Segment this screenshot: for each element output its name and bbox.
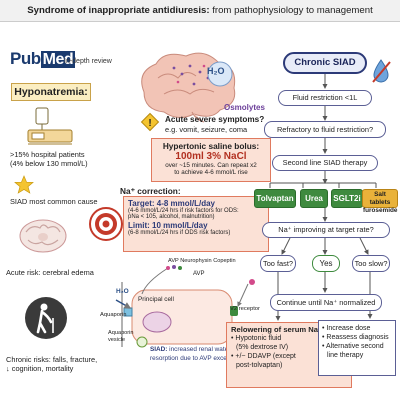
title-bold: Syndrome of inappropriate antidiuresis: [27, 5, 210, 16]
principal-cell-label: Principal cell [138, 296, 174, 303]
na-target: Target: 4-8 mmol/L/day [128, 199, 215, 208]
relowering-title: Relowering of serum Na⁺: [231, 325, 325, 334]
acute-examples: e.g. vomit, seizure, coma [165, 125, 248, 134]
fluid-restriction-step: Fluid restriction <1L [278, 90, 372, 106]
v2-receptor-label: V2 receptor [230, 306, 260, 312]
siad-mechanism-bold: SIAD: [150, 346, 168, 353]
figure-title: Syndrome of inappropriate antidiuresis: … [0, 0, 400, 22]
siad-mechanism: SIAD: increased renal water [150, 346, 230, 353]
bolus-note-2: to achieve 4-6 mmol/L rise [174, 169, 248, 176]
slow-item-3: • Alternative second [322, 343, 384, 350]
na-limit: Limit: 10 mmol/L/day [128, 221, 208, 230]
na-target-note-2: pNa < 105, alcohol, malnutrition) [128, 214, 215, 220]
na-limit-note: (6-8 mmol/L/24 hrs if ODS risk factors) [128, 230, 231, 236]
second-line-step: Second line SIAD therapy [272, 155, 378, 171]
aquaporin-vesicle-label: Aquaporin vesicle [108, 330, 134, 343]
chronic-risks-1: Chronic risks: falls, fracture, [6, 355, 98, 364]
hospital-stat-2: (4% below 130 mmol/L) [10, 159, 88, 168]
relowering-item-3: • +/− DDAVP (except [231, 353, 296, 360]
acute-risk: Acute risk: cerebral edema [6, 268, 94, 277]
slow-item-1: • Increase dose [322, 325, 371, 332]
elderly-fall-icon [25, 297, 67, 339]
too-fast-branch: Too fast? [260, 255, 296, 272]
chronic-risks-2: ↓ cognition, mortality [6, 364, 74, 373]
relowering-item-2: (5% dextrose IV) [236, 344, 289, 351]
cell-h2o: H₂O [116, 288, 129, 295]
relowering-item-4: post-tolvaptan) [236, 362, 283, 369]
hyponatremia-label: Hyponatremia: [11, 83, 91, 101]
chronic-siad-header: Chronic SIAD [283, 52, 367, 74]
na-improving-question: Na⁺ improving at target rate? [262, 222, 390, 238]
star-icon [14, 175, 34, 194]
bolus-note-1: over ~15 minutes. Can repeat x2 [165, 162, 257, 169]
siad-mechanism-1: increased renal water [167, 346, 231, 353]
na-correction-heading: Na⁺ correction: [120, 186, 181, 196]
drug-urea: Urea [300, 189, 328, 208]
no-water-icon [372, 59, 391, 83]
too-slow-branch: Too slow? [352, 255, 390, 272]
title-rest: from pathophysiology to management [209, 5, 373, 16]
bolus-title: Hypertonic saline bolus: [162, 141, 260, 151]
salt-tablets-label: Salt tablets [369, 191, 391, 206]
slow-item-4: line therapy [327, 352, 364, 359]
warning-icon: ! [140, 112, 160, 132]
osmolytes-label: Osmolytes [224, 103, 265, 112]
svg-text:!: ! [148, 118, 151, 129]
water-drop-icon [207, 61, 233, 87]
vesicle-label: AVP Neurophysin Copeptin [168, 258, 236, 264]
siad-common-cause: SIAD most common cause [10, 197, 98, 206]
drug-salt-furosemide: Salt tablets furosemide [362, 189, 398, 214]
continue-step: Continue until Na⁺ normalized [270, 294, 382, 311]
pubmed-pub: Pub [10, 49, 41, 68]
na-target-note-1: (4-6 mmol/L/24 hrs if risk factors for O… [128, 208, 239, 214]
principal-cell-diagram [115, 265, 255, 348]
avp-label: AVP [193, 271, 205, 277]
bolus-dose: 100ml 3% NaCl [175, 151, 247, 162]
hospital-iv-icon [27, 107, 73, 145]
acute-question: Acute severe symptoms? [165, 115, 265, 124]
target-icon [89, 207, 123, 241]
drug-sglt2i: SGLT2i [331, 189, 363, 208]
aquaporin-label: Aquaporin [100, 312, 127, 318]
brain-h2o: H₂O [207, 66, 225, 76]
too-slow-actions: • Increase dose • Reassess diagnosis • A… [318, 320, 396, 376]
yes-branch: Yes [312, 255, 340, 272]
pubmed-med: Med [40, 51, 76, 68]
na-correction-box: Target: 4-8 mmol/L/day (4-6 mmol/L/24 hr… [123, 196, 269, 252]
slow-item-2: • Reassess diagnosis [322, 334, 389, 341]
drug-tolvaptan: Tolvaptan [254, 189, 296, 208]
cerebral-edema-icon [19, 219, 67, 253]
siad-mechanism-2: resorption due to AVP excess [150, 355, 234, 362]
furosemide-label: furosemide [363, 207, 398, 214]
refractory-step: Refractory to fluid restriction? [264, 121, 386, 138]
hospital-stat-1: >15% hospital patients [10, 150, 85, 159]
hypertonic-saline-box: Hypertonic saline bolus: 100ml 3% NaCl o… [151, 138, 271, 182]
relowering-item-1: • Hypotonic fluid [231, 335, 282, 342]
review-type: In-depth review [64, 58, 112, 65]
